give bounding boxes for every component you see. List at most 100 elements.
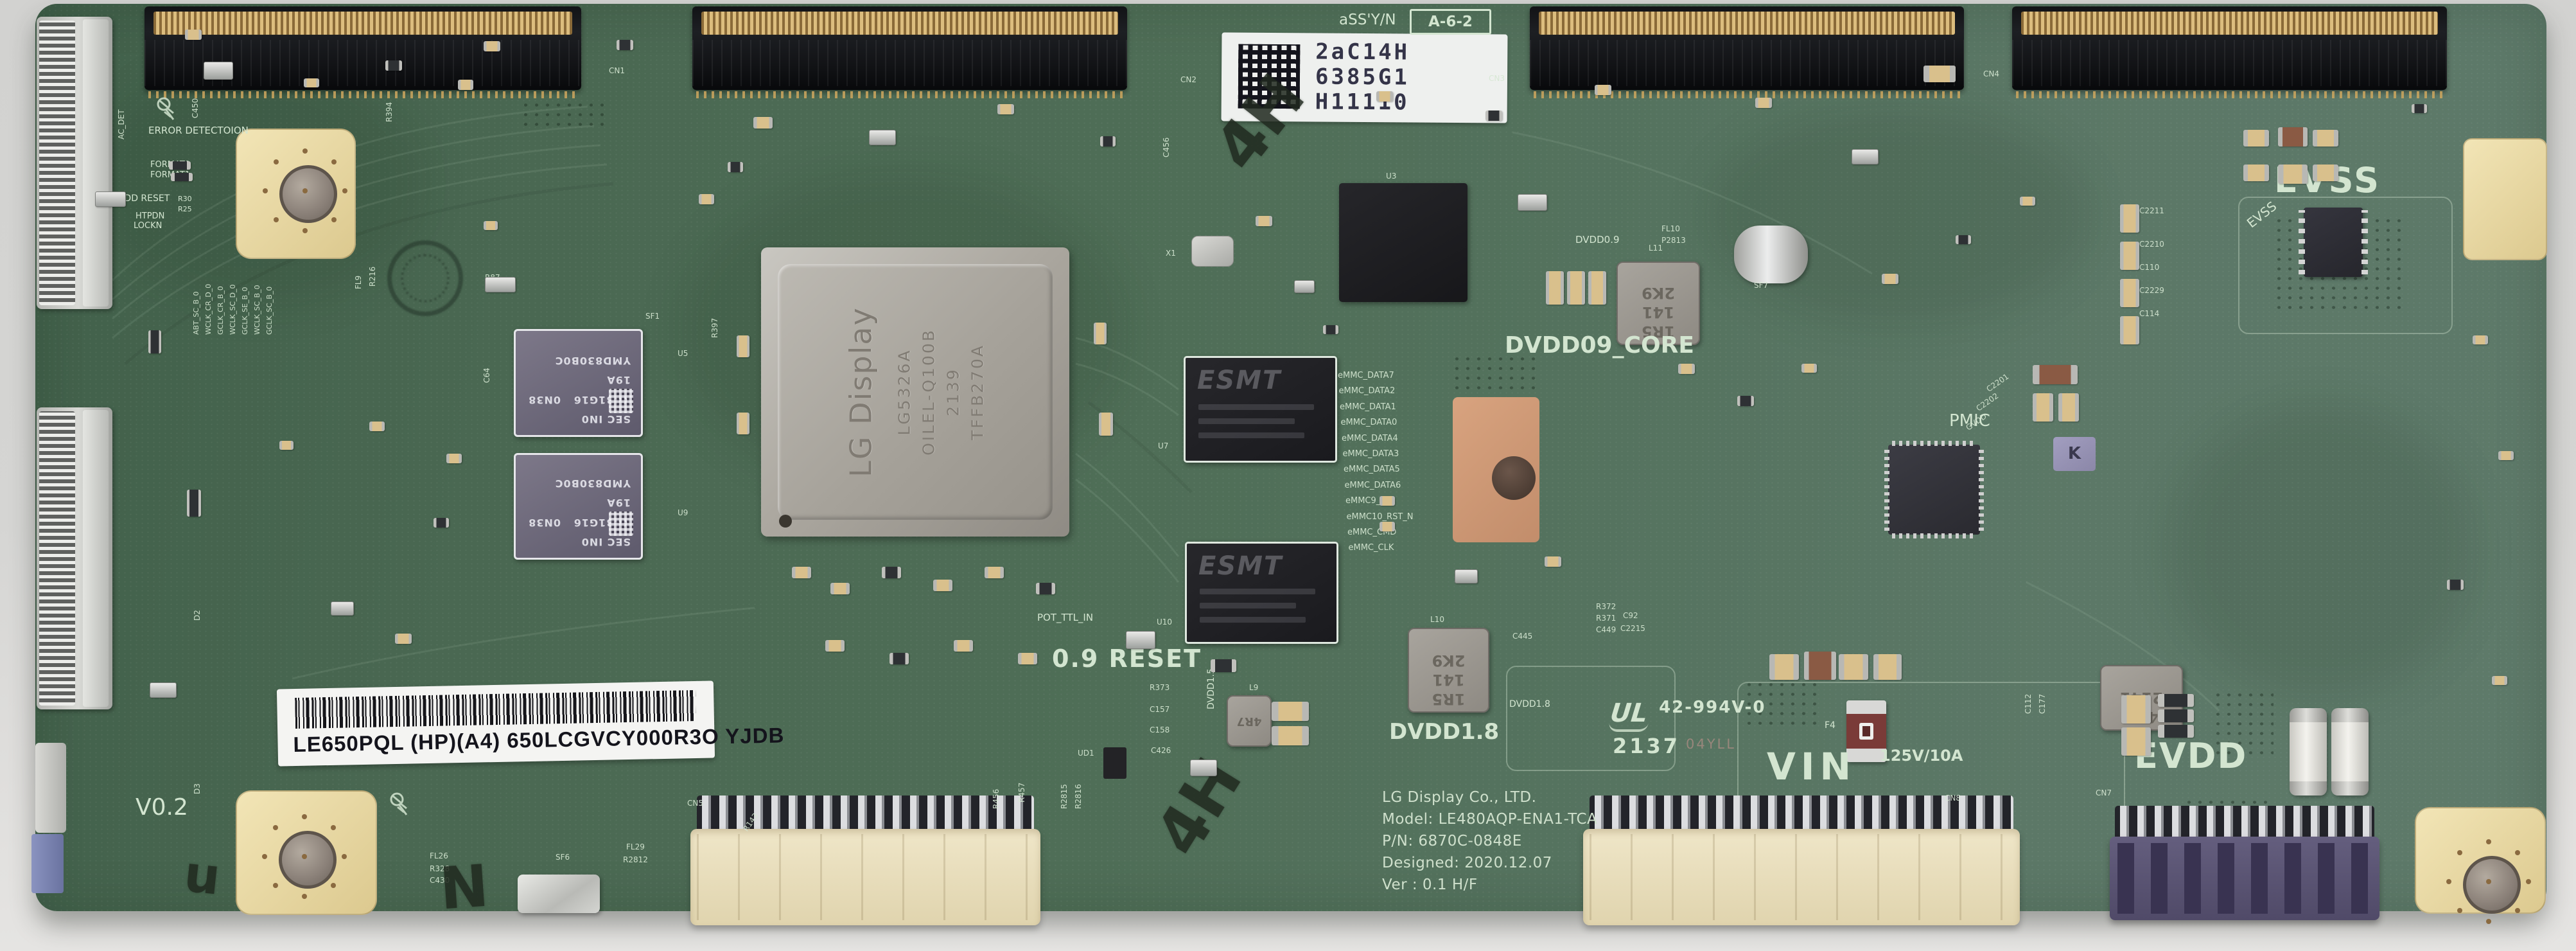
handwriting-mark: u: [181, 845, 223, 907]
passive-component: [1485, 111, 1502, 121]
passive-component: [617, 40, 633, 50]
connector-ribs: [692, 40, 1127, 86]
passive-component: [1376, 91, 1393, 102]
soic8-chip: [2299, 208, 2368, 277]
refdes-label: R2812: [623, 855, 648, 864]
pad-vias: [302, 854, 307, 859]
passive-component: [1882, 274, 1898, 284]
solder-pins: [696, 91, 1123, 98]
passive-component: [1804, 652, 1836, 680]
emmc-signal-label: eMMC_DATA0: [1340, 418, 1398, 428]
passive-component: [2473, 335, 2488, 344]
passive-component: [2243, 164, 2269, 181]
side-component: [31, 834, 64, 893]
maker-line: Model: LE480AQP-ENA1-TCA: [1382, 811, 1598, 828]
bus-signal-label: GCLK_SE_B_0: [241, 287, 249, 335]
chip-pins: [1892, 441, 1976, 446]
passive-component: [369, 422, 385, 431]
ink-stamp: [387, 240, 463, 316]
passive-component: [1678, 364, 1695, 374]
refdes-label: C426: [1151, 746, 1171, 755]
passive-component: [2120, 204, 2139, 233]
passive-component: [204, 62, 233, 80]
mount-hole: [279, 831, 337, 889]
passive-component: [737, 335, 749, 357]
inductor-l9: 4R7: [1227, 695, 1272, 747]
emmc-signal-label: eMMC_DATA4: [1342, 433, 1398, 443]
passive-component: [699, 194, 714, 204]
panel-connector-2: [692, 6, 1127, 90]
refdes-label: D2: [193, 610, 202, 621]
ul-certification: UL 42-994V-0 2137 04YLL: [1608, 698, 1766, 758]
refdes-label: CN3: [1489, 74, 1505, 83]
refdes-label: SF1: [645, 312, 660, 321]
refdes-label: CN4: [1983, 69, 1999, 78]
passive-component: [1018, 653, 1037, 664]
metal-can-sf7: [1734, 226, 1808, 283]
ul-date-code: 2137: [1613, 734, 1681, 758]
refdes-label: CN5: [687, 799, 703, 808]
bus-signal-label: GCLK_SC_B_0: [265, 286, 274, 335]
ul-logo: UL: [1608, 698, 1651, 732]
solder-pins: [2016, 91, 2443, 98]
grade-box: A-6-2: [1410, 9, 1491, 35]
serial-line: H11110: [1315, 89, 1410, 116]
inductor-l10: 1R5 141 2K9: [1408, 628, 1489, 713]
passive-component: [933, 580, 952, 591]
refdes-label: C450: [191, 98, 200, 118]
barcode-text: LE650PQL (HP)(A4) 650LCGVCY000R3O YJDB: [293, 723, 785, 757]
pad-vias: [302, 188, 308, 193]
connector-grooves: [697, 834, 1034, 920]
refdes-label: FL29: [626, 842, 645, 851]
refdes-label: U10: [1157, 618, 1173, 627]
passive-component: [728, 162, 743, 172]
refdes-label: R397: [710, 317, 719, 338]
refdes-label: C2215: [1620, 624, 1645, 633]
passive-component: [1190, 760, 1217, 776]
passive-component: [985, 567, 1004, 578]
marking-line: 4R7: [1236, 715, 1262, 728]
passive-component: [2120, 242, 2139, 270]
passive-component: [1588, 271, 1606, 305]
drill-hole: [1492, 456, 1536, 500]
silk-label: HTPDN: [136, 211, 165, 221]
mount-pad-top-left: [236, 129, 356, 259]
passive-component: [1737, 396, 1754, 406]
spring-contacts: [39, 411, 75, 706]
screw-icon: [390, 792, 408, 815]
refdes-label: C92: [1623, 611, 1638, 620]
inductor-marking: 4R7: [1231, 699, 1268, 743]
refdes-label: SF6: [556, 853, 570, 862]
connector-ribs: [1530, 40, 1964, 86]
datamatrix: [609, 511, 633, 536]
refdes-label: P2813: [1661, 236, 1686, 245]
silk-label: EVDD RESET: [112, 193, 170, 204]
refdes-label: R394: [385, 102, 394, 122]
passive-component: [2121, 695, 2151, 724]
barcode: [295, 690, 696, 729]
passive-component: [1380, 496, 1395, 506]
mount-pad-bottom-left: [236, 790, 377, 915]
side-connector: [35, 743, 66, 833]
refdes-label: C430: [430, 876, 450, 885]
passive-component: [1294, 280, 1315, 293]
silk-label: DVDD1.8: [1389, 719, 1500, 745]
via-grid: [1451, 354, 1535, 393]
passive-component: [889, 653, 909, 664]
passive-component: [1923, 66, 1956, 82]
passive-component: [2033, 393, 2053, 422]
passive-component: [1852, 149, 1879, 164]
ul-faint-code: 04YLL: [1686, 736, 1736, 752]
bus-signal-label: ABT_SC_B_0: [192, 291, 200, 335]
emmc-signal-label: eMMC_DATA7: [1338, 371, 1394, 380]
via-grid: [1744, 680, 1818, 730]
silk-label: POT_TTL_IN: [1037, 612, 1094, 623]
chip-pins: [2299, 210, 2305, 274]
passive-component: [997, 104, 1014, 114]
passive-component: [1256, 216, 1272, 226]
passive-component: [1272, 702, 1309, 721]
refdes-label: R2816: [1074, 784, 1083, 809]
bus-signal-label: WCLK_SC_D_0: [229, 284, 237, 335]
refdes-label: CN7: [2096, 788, 2112, 797]
